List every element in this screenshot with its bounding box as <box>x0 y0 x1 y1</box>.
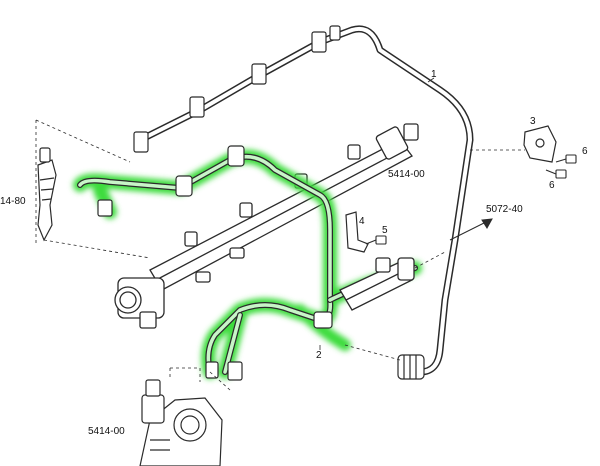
reference-injector: 14-80 <box>0 196 26 207</box>
reference-pump: 5414-00 <box>88 426 125 437</box>
bracket-part-3 <box>523 125 557 163</box>
reference-rail: 5414-00 <box>388 169 425 180</box>
callout-5: 5 <box>382 225 388 236</box>
callout-6-lower: 6 <box>549 180 555 191</box>
callout-3: 3 <box>530 116 536 127</box>
pipe-clamps <box>97 145 333 381</box>
reference-arrow <box>449 218 493 241</box>
reference-arrow-label: 5072-40 <box>486 204 523 215</box>
callout-6-upper: 6 <box>582 146 588 157</box>
bracket-part-4 <box>345 211 369 253</box>
callout-4: 4 <box>359 216 365 227</box>
return-hose-end-fitting <box>397 354 425 380</box>
callout-2: 2 <box>316 350 322 361</box>
callout-leader-lines <box>319 77 435 350</box>
injector <box>37 147 57 242</box>
return-hose-connectors <box>133 25 341 153</box>
fuel-pipe-highlight <box>73 149 422 379</box>
injector-leader-lines <box>35 119 151 259</box>
callout-1: 1 <box>431 69 437 80</box>
return-hose-part-1 <box>136 25 474 376</box>
bolt-part-6-lower <box>545 169 567 179</box>
high-pressure-pump <box>139 379 223 466</box>
bolt-part-6-upper <box>555 154 577 164</box>
pump-leader-lines <box>169 367 231 391</box>
bolt-part-5 <box>365 235 387 245</box>
fuel-distribution-block <box>339 257 415 311</box>
rail-pressure-valve <box>114 277 165 329</box>
